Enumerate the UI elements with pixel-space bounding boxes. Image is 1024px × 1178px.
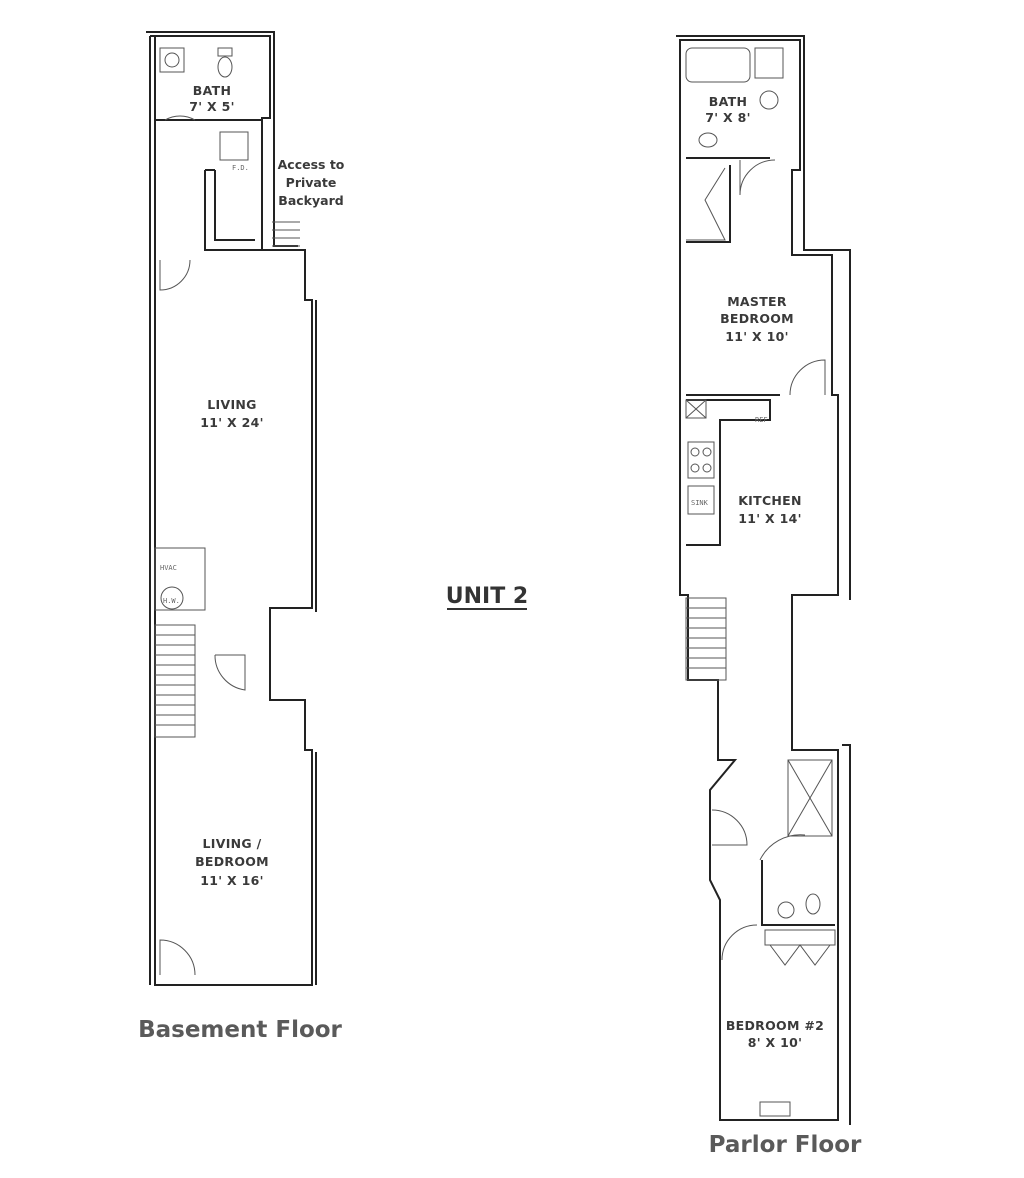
- basement-sink: [159, 47, 185, 73]
- bedroom2-name: BEDROOM #2: [726, 1018, 824, 1033]
- parlor-toilet: [698, 132, 718, 148]
- basement-living-name: LIVING: [207, 397, 256, 412]
- basement-bath-size: 7' X 5': [189, 99, 235, 114]
- ref-label: REF: [755, 416, 768, 424]
- basement-bath-door-swing: [164, 115, 196, 121]
- bedroom2-size: 8' X 10': [748, 1035, 803, 1050]
- unit-title: UNIT 2: [446, 584, 528, 609]
- parlor-bath-name: BATH: [709, 94, 747, 109]
- parlor-sink: [759, 90, 779, 110]
- basement-living-door: [159, 259, 191, 291]
- kitchen-cabinet-x2: [685, 399, 707, 419]
- basement-toilet-tank: [217, 47, 233, 57]
- parlor-tub: [685, 47, 751, 83]
- hall-door: [711, 809, 748, 846]
- basement-toilet: [217, 56, 233, 78]
- basement-closet-wall: [204, 170, 262, 251]
- parlor-stairs: [685, 597, 727, 681]
- kitchen-name: KITCHEN: [738, 493, 802, 508]
- hvac-label: HVAC: [160, 564, 177, 572]
- parlor-plan: REF SINK: [676, 35, 862, 1158]
- parlor-closet-box: [754, 47, 784, 79]
- parlor-toilet-2: [805, 893, 821, 915]
- basement-bath-name: BATH: [193, 83, 231, 98]
- access-note-line3: Backyard: [278, 193, 343, 208]
- master-bedroom-door: [789, 359, 826, 396]
- kitchen-cabinet: [685, 399, 707, 419]
- master-bedroom-name: MASTER: [727, 294, 787, 309]
- kitchen-sink: [687, 485, 715, 515]
- basement-front-door: [159, 939, 196, 976]
- kitchen-counter: [686, 399, 771, 546]
- stove-burner-2: [702, 447, 712, 457]
- basement-floor-title: Basement Floor: [138, 1017, 342, 1043]
- parlor-closet-doors: [686, 167, 726, 241]
- basement-outer-wall: [150, 35, 313, 986]
- bedroom2-closet-shelf: [764, 929, 836, 946]
- basement-mechanical-closet: [154, 547, 206, 611]
- hw-label: H.W.: [163, 597, 180, 605]
- basement-mid-door: [214, 654, 246, 691]
- basement-exterior-steps: [272, 221, 300, 247]
- parlor-east-wall-lower: [842, 744, 851, 1125]
- basement-sink-bowl: [164, 52, 180, 68]
- basement-closet-wall-inner: [214, 170, 255, 241]
- bath2-door: [759, 834, 806, 861]
- kitchen-size: 11' X 14': [738, 511, 802, 526]
- access-note-line1: Access to: [278, 157, 345, 172]
- parlor-sink-2: [777, 901, 795, 919]
- stove-burner-4: [702, 463, 712, 473]
- kitchen-stove: [687, 441, 715, 479]
- parlor-shower: [787, 759, 833, 837]
- stove-burner-3: [690, 463, 700, 473]
- master-bedroom-name2: BEDROOM: [720, 311, 794, 326]
- stove-burner-1: [690, 447, 700, 457]
- shower-diag-2: [787, 759, 833, 837]
- access-note-line2: Private: [286, 175, 337, 190]
- basement-outer-wall-2: [146, 31, 298, 247]
- parlor-outer-wall: [679, 39, 839, 1121]
- parlor-closet-wall: [686, 165, 731, 243]
- basement-living-size: 11' X 24': [200, 415, 264, 430]
- basement-living-bedroom-size: 11' X 16': [200, 873, 264, 888]
- bedroom2-door: [721, 924, 758, 961]
- basement-living-bedroom-name: LIVING /: [203, 836, 262, 851]
- bath2-wall: [761, 860, 835, 926]
- parlor-floor-title: Parlor Floor: [709, 1132, 862, 1158]
- front-window: [759, 1101, 791, 1117]
- basement-utility-box: [219, 131, 249, 161]
- sink-label: SINK: [691, 499, 709, 507]
- parlor-bath-size: 7' X 8': [705, 110, 751, 125]
- basement-plan: F.D. HVAC H.W.: [138, 31, 345, 1043]
- basement-living-bedroom-name2: BEDROOM: [195, 854, 269, 869]
- parlor-outer-wall-2: [676, 35, 851, 600]
- bedroom2-closet-doors: [769, 944, 831, 966]
- master-bedroom-size: 11' X 10': [725, 329, 789, 344]
- parlor-bath-door: [739, 159, 776, 196]
- basement-interior-stairs: [154, 624, 196, 738]
- basement-fd-label: F.D.: [232, 164, 249, 172]
- water-heater: [160, 586, 184, 610]
